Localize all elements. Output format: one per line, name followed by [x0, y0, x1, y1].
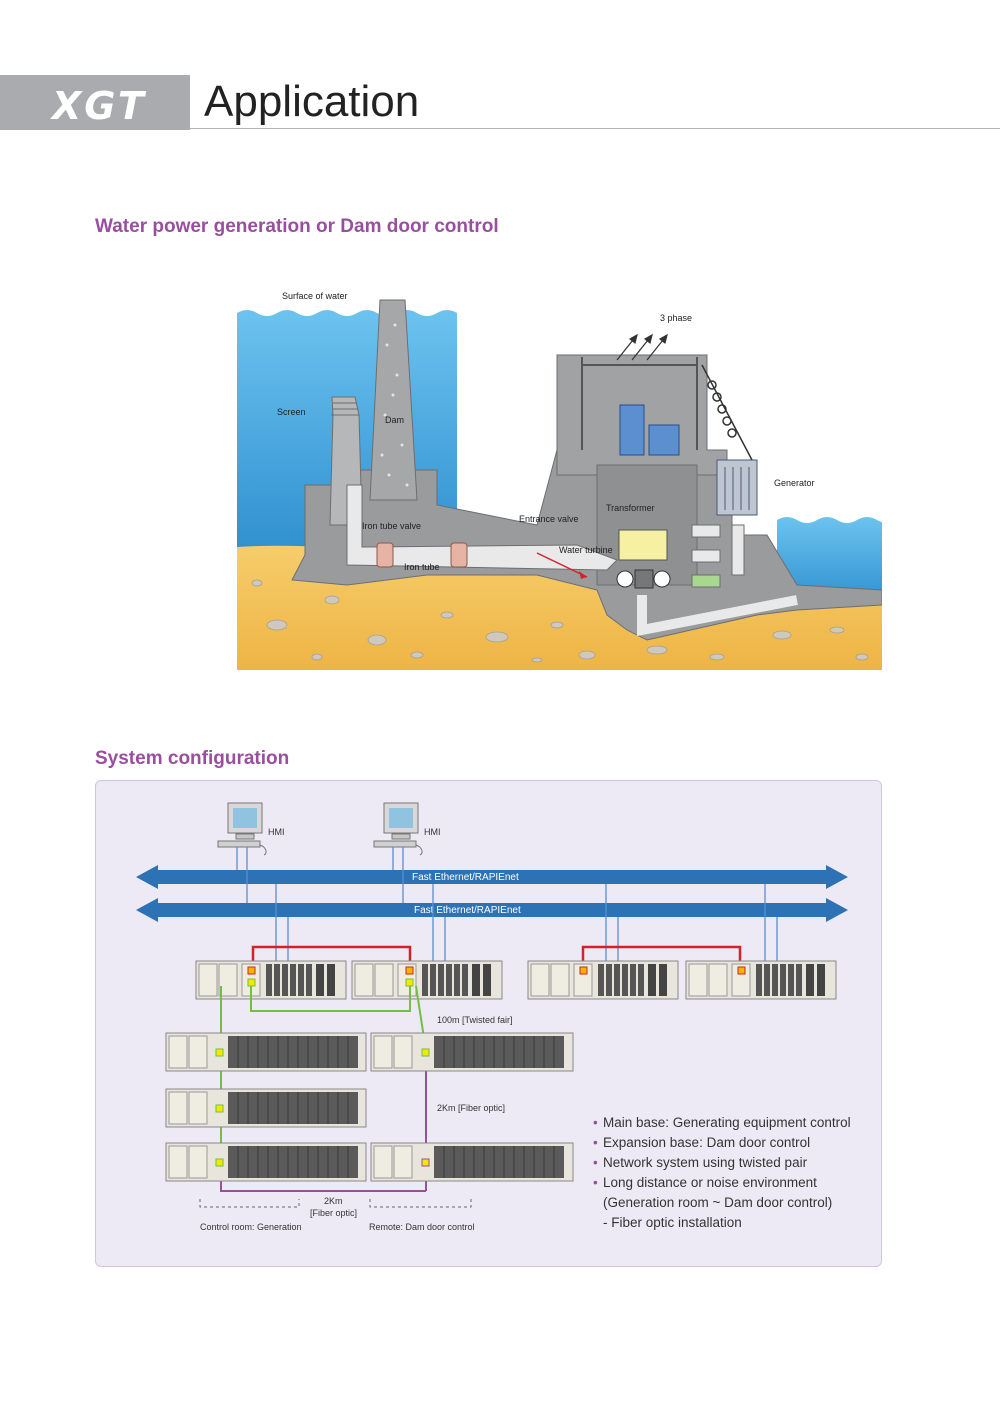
label-fiber-bottom-1: 2Km [324, 1196, 343, 1206]
downstream-water [777, 517, 902, 605]
plc-expansion-racks [165, 1032, 574, 1182]
label-three-phase: 3 phase [660, 313, 692, 323]
label-twisted-pair: 100m [Twisted fair] [437, 1015, 513, 1025]
transformer-unit-2 [648, 424, 680, 456]
feature-item-continued: (Generation room ~ Dam door control) [603, 1195, 833, 1210]
group-brackets [199, 1199, 472, 1208]
label-fiber-bottom-2: [Fiber optic] [310, 1208, 357, 1218]
label-transformer: Transformer [606, 503, 655, 513]
header-divider [190, 128, 1000, 129]
generator-coils [701, 364, 753, 461]
hmi-computer-1 [217, 802, 267, 856]
hmi-computer-2 [373, 802, 423, 856]
generator-fins [724, 467, 750, 510]
page-title: Application [204, 77, 420, 126]
hydro-plant-svg: Surface of water 3 phase Screen Dam Gene… [237, 285, 902, 670]
label-generator: Generator [774, 478, 815, 488]
hydro-section-title: Water power generation or Dam door contr… [95, 216, 499, 237]
iron-tube-valves [376, 542, 468, 568]
label-bus-2: Fast Ethernet/RAPIEnet [414, 905, 521, 916]
label-bus-1: Fast Ethernet/RAPIEnet [412, 872, 519, 883]
module-separators [237, 1036, 555, 1178]
label-iron-tube-valve: Iron tube valve [362, 521, 421, 531]
pebbles [251, 579, 869, 663]
powerhouse-frame [581, 357, 698, 450]
screen-steps [331, 402, 359, 416]
feature-item-continued: - Fiber optic installation [603, 1215, 742, 1230]
dam-wall [369, 299, 418, 501]
powerhouse-inner [596, 464, 698, 586]
label-hmi-1: HMI [268, 827, 285, 837]
bus-drop-lines [236, 847, 778, 963]
ethernet-bus-2 [136, 898, 848, 922]
red-link-lines [251, 945, 742, 967]
hydro-plant-illustration: Surface of water 3 phase Screen Dam Gene… [237, 285, 902, 670]
page-header: XGT Application [0, 75, 1000, 130]
label-fiber-right: 2Km [Fiber optic] [437, 1103, 505, 1113]
label-water-turbine: Water turbine [559, 545, 613, 555]
label-screen: Screen [277, 407, 306, 417]
turbine-transformer [618, 529, 668, 561]
system-section-title: System configuration [95, 748, 290, 769]
feature-item: Network system using twisted pair [593, 1153, 873, 1173]
transformer-unit [619, 404, 645, 456]
plc-racks-top [195, 960, 837, 1000]
system-config-panel: HMI HMI Fast Ethernet/RAPIEnet Fast Ethe… [95, 780, 882, 1267]
feature-item: Expansion base: Dam door control [593, 1133, 873, 1153]
label-entrance-valve: Entrance valve [519, 514, 579, 524]
label-hmi-2: HMI [424, 827, 441, 837]
feature-item: Main base: Generating equipment control [593, 1113, 873, 1133]
label-control-room: Control room: Generation [200, 1222, 302, 1232]
generator-unit [716, 459, 758, 516]
flow-arrow [536, 552, 588, 578]
flow-arrowhead [579, 571, 587, 579]
xgt-logo: XGT [52, 84, 147, 128]
feature-item: Long distance or noise environment [593, 1173, 873, 1193]
label-remote: Remote: Dam door control [369, 1222, 475, 1232]
network-diagram: HMI HMI Fast Ethernet/RAPIEnet Fast Ethe… [136, 802, 848, 1232]
ethernet-bus-1 [136, 865, 848, 889]
dam-texture [380, 323, 409, 487]
label-surface-of-water: Surface of water [282, 291, 348, 301]
control-windows [691, 524, 745, 588]
label-dam: Dam [385, 415, 404, 425]
feature-list: Main base: Generating equipment control … [593, 1113, 873, 1233]
three-phase-arrows [616, 333, 668, 361]
water-turbine [616, 569, 671, 589]
logo-block: XGT [0, 75, 190, 130]
draft-tube [637, 595, 798, 637]
label-iron-tube: Iron tube [404, 562, 440, 572]
